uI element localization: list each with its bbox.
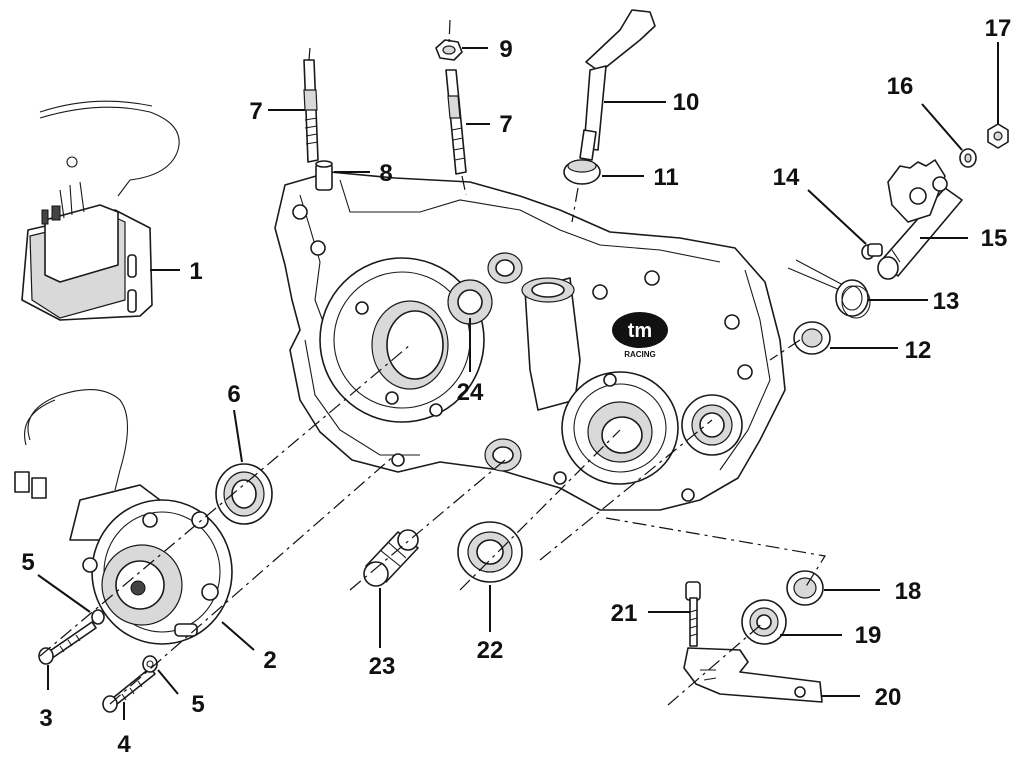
callout-19: 19 bbox=[855, 622, 882, 649]
callout-16: 16 bbox=[887, 73, 914, 100]
washer-12 bbox=[793, 321, 831, 355]
callout-17: 17 bbox=[985, 15, 1012, 42]
callout-13: 13 bbox=[933, 288, 960, 315]
stud-7b bbox=[445, 69, 467, 175]
lever-20 bbox=[683, 647, 823, 703]
callout-6: 6 bbox=[227, 381, 240, 408]
crankcase: tm RACING bbox=[274, 171, 786, 511]
callout-1: 1 bbox=[189, 258, 202, 285]
ignition-coil bbox=[21, 100, 180, 321]
kickstart-shaft-15 bbox=[877, 159, 963, 280]
callout-labels: 1 2 3 4 5 5 6 7 7 8 9 10 11 12 13 14 15 … bbox=[21, 15, 1011, 758]
pin-14 bbox=[861, 243, 883, 260]
callout-9: 9 bbox=[499, 36, 512, 63]
tm-logo: tm bbox=[628, 320, 652, 342]
screw-4 bbox=[102, 667, 156, 713]
callout-23: 23 bbox=[369, 653, 396, 680]
screw-3 bbox=[38, 621, 97, 665]
washer-5b bbox=[142, 655, 158, 673]
callout-24: 24 bbox=[457, 379, 484, 406]
callout-7b: 7 bbox=[499, 111, 512, 138]
callout-12: 12 bbox=[905, 337, 932, 364]
washer-16 bbox=[959, 148, 977, 168]
nut-17 bbox=[987, 123, 1009, 149]
assembly-lines bbox=[39, 19, 826, 706]
callout-8: 8 bbox=[379, 160, 392, 187]
leader-lines bbox=[37, 42, 999, 720]
seal-22 bbox=[457, 521, 523, 583]
seal-18 bbox=[786, 570, 824, 606]
callout-21: 21 bbox=[611, 600, 638, 627]
callout-18: 18 bbox=[895, 578, 922, 605]
callout-14: 14 bbox=[773, 164, 800, 191]
nut-9 bbox=[435, 39, 463, 61]
callout-7a: 7 bbox=[249, 98, 262, 125]
washer-5a bbox=[91, 609, 105, 625]
callout-10: 10 bbox=[673, 89, 700, 116]
spring-13 bbox=[787, 259, 871, 319]
callout-2: 2 bbox=[263, 647, 276, 674]
bearing-19 bbox=[741, 599, 787, 645]
bolt-21 bbox=[685, 581, 701, 647]
shift-shaft-10 bbox=[579, 9, 656, 161]
bearing-11 bbox=[563, 159, 601, 185]
spacer-8 bbox=[315, 160, 333, 191]
stud-7a bbox=[303, 59, 319, 163]
callout-5a: 5 bbox=[21, 549, 34, 576]
callout-11: 11 bbox=[653, 164, 678, 191]
oil-seal-6 bbox=[215, 463, 273, 525]
callout-4: 4 bbox=[117, 731, 131, 758]
stator-magneto bbox=[14, 389, 233, 645]
callout-22: 22 bbox=[477, 637, 504, 664]
plug-23 bbox=[363, 529, 419, 587]
callout-3: 3 bbox=[39, 705, 52, 732]
callout-5b: 5 bbox=[191, 691, 204, 718]
callout-15: 15 bbox=[981, 225, 1008, 252]
callout-20: 20 bbox=[875, 684, 902, 711]
racing-logo-text: RACING bbox=[624, 350, 656, 359]
